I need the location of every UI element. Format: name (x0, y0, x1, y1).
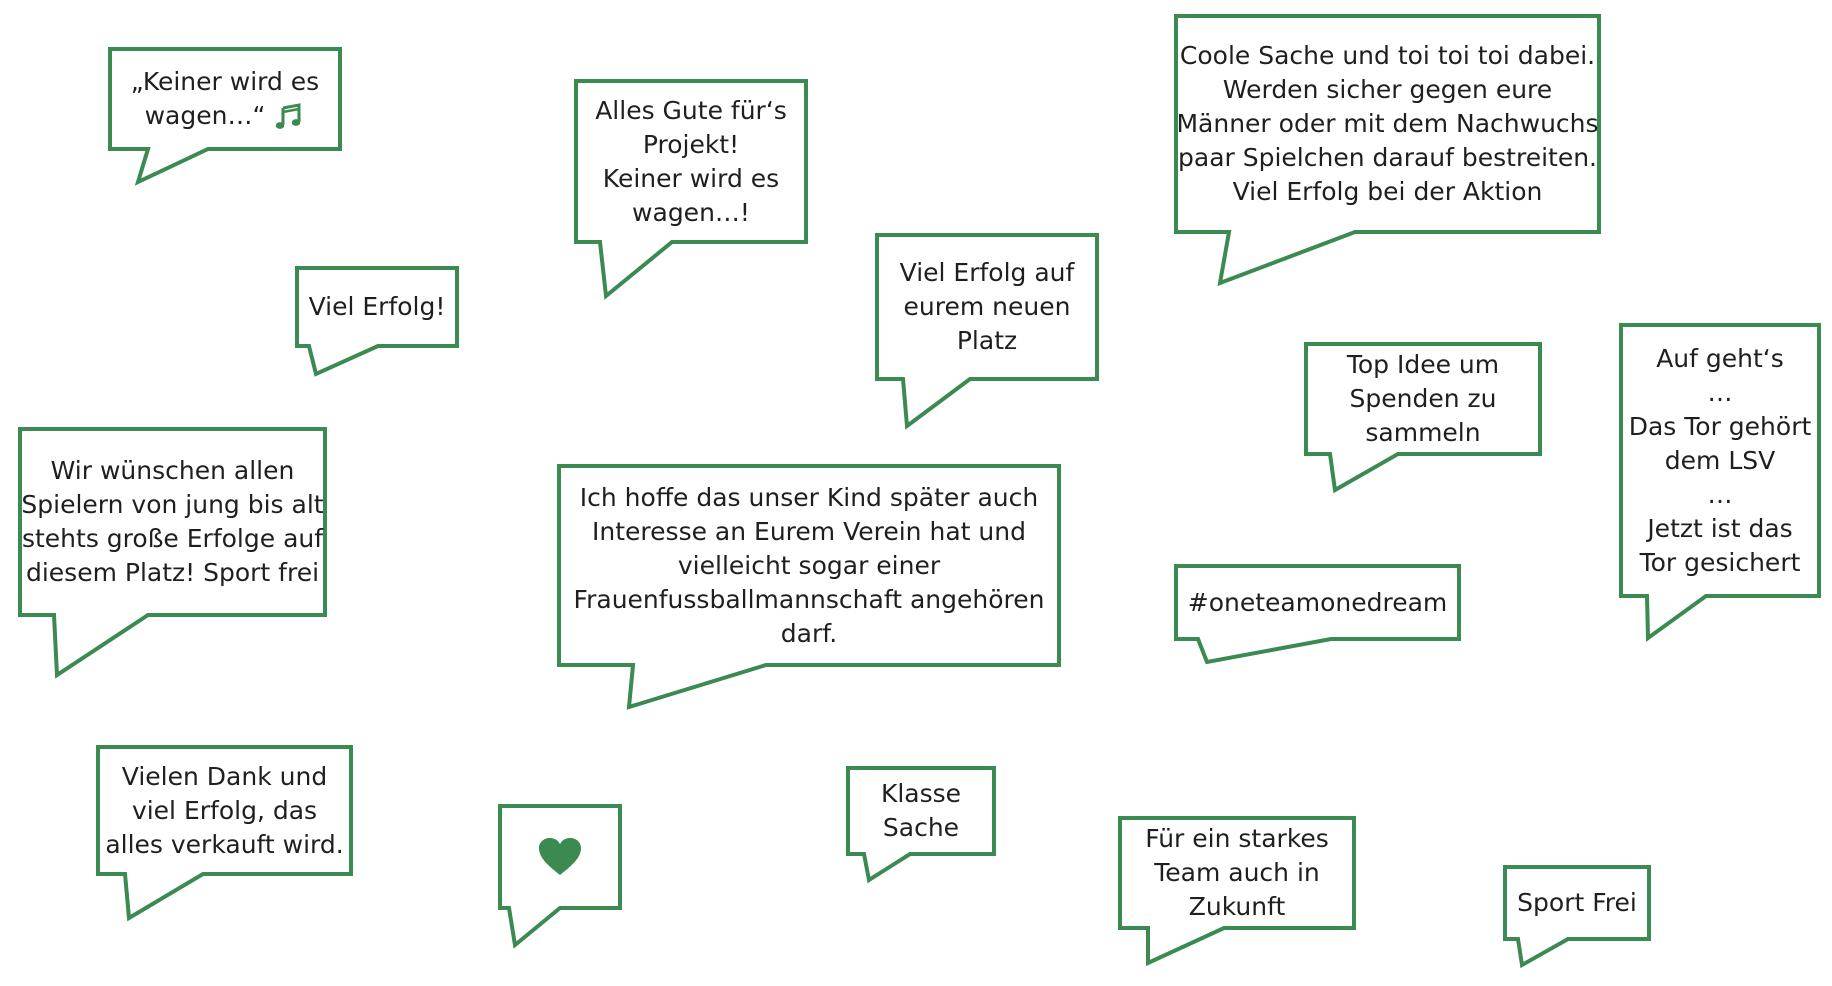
bubble-line: Spenden zu (1349, 384, 1497, 413)
bubble-line: … (1707, 479, 1733, 509)
bubble-line: Top Idee um (1346, 350, 1500, 379)
speech-bubble-outline-top-idee (1304, 342, 1542, 494)
bubble-line: sammeln (1365, 418, 1481, 447)
bubble-line: dem LSV (1664, 445, 1776, 475)
bubble-line: Jetzt ist das (1647, 513, 1793, 543)
bubble-line: Ich hoffe das unser Kind später auch (579, 482, 1039, 512)
speech-bubble-outline-vielen-dank (96, 745, 353, 922)
speech-bubble-outline-ich-hoffe (557, 464, 1061, 710)
bubble-line: Platz (956, 326, 1018, 355)
bubble-line: Sache (882, 813, 960, 842)
bubble-line: Interesse an Eurem Verein hat und (592, 516, 1026, 546)
speech-bubble-outline-keiner (108, 47, 342, 186)
bubble-line: Tor gesichert (1639, 547, 1801, 577)
speech-bubble-heart (500, 806, 620, 908)
bubble-line: darf. (780, 618, 838, 648)
bubble-line: diesem Platz! Sport frei (25, 558, 320, 587)
speech-bubble-auf-gehts: Auf geht‘s … Das Tor gehört dem LSV … Jetzt i… (1621, 325, 1819, 596)
bubble-line: Klasse (880, 779, 962, 808)
speech-bubble-vielen-dank: Vielen Dank und viel Erfolg, das alles ver… (98, 747, 351, 874)
bubble-line: Keiner wird es (602, 163, 780, 193)
bubble-line: Das Tor gehört (1628, 411, 1812, 441)
speech-bubble-outline-alles-gute (574, 79, 808, 300)
speech-bubble-outline-klasse-sache (846, 766, 996, 884)
speech-bubble-outline-auf-gehts (1619, 323, 1821, 642)
speech-bubble-outline-wir-wuenschen (18, 427, 327, 679)
bubble-line: Wir wünschen allen (50, 456, 295, 485)
speech-bubble-outline-viel-erfolg (295, 266, 459, 377)
heart-icon (538, 837, 582, 877)
bubble-line: Viel Erfolg auf (899, 258, 1075, 287)
bubble-line: Für ein starkes (1145, 824, 1329, 853)
bubble-line: Spielern von jung bis alt (21, 490, 324, 519)
speech-bubble-keiner: „Keiner wird es wagen…“ (110, 49, 340, 149)
bubble-line: Frauenfussballmannschaft angehören (573, 584, 1045, 614)
bubble-line: Team auch in (1154, 858, 1320, 887)
bubble-line: alles verkauft wird. (105, 829, 344, 859)
bubble-line: … (1707, 377, 1733, 407)
bubble-line: stehts große Erfolge auf (21, 524, 324, 553)
bubble-line: Viel Erfolg bei der Aktion (1232, 177, 1543, 206)
speech-bubble-coole-sache: Coole Sache und toi toi toi dabei. Werden… (1176, 16, 1599, 232)
bubble-line: Coole Sache und toi toi toi dabei. (1179, 41, 1596, 70)
bubble-line: Auf geht‘s (1656, 343, 1784, 373)
speech-bubble-outline-viel-erfolg-platz (875, 233, 1099, 430)
bubble-line: Vielen Dank und (121, 761, 328, 791)
bubble-line: vielleicht sogar einer (677, 550, 941, 580)
bubble-line: Viel Erfolg! (308, 292, 446, 321)
bubble-line: viel Erfolg, das (131, 795, 318, 825)
speech-bubble-outline-sport-frei (1503, 865, 1651, 969)
speech-bubble-sport-frei: Sport Frei (1505, 867, 1649, 939)
bubble-line: wagen…! (632, 197, 750, 227)
bubble-line: Projekt! (642, 129, 740, 159)
speech-bubble-outline-heart (498, 804, 622, 949)
speech-bubble-outline-hashtag (1174, 564, 1461, 665)
bubble-line: „Keiner wird es (130, 67, 320, 96)
speech-bubble-outline-coole-sache (1174, 14, 1601, 287)
speech-bubble-outline-fuer-ein-starkes (1118, 816, 1356, 967)
bubble-line: Sport Frei (1517, 888, 1637, 917)
bubble-line: Männer oder mit dem Nachwuchs (1176, 109, 1599, 138)
music-notes-icon (275, 101, 305, 130)
speech-bubble-top-idee: Top Idee um Spenden zu sammeln (1306, 344, 1540, 454)
bubble-line: Werden sicher gegen eure (1222, 75, 1553, 104)
bubble-line: wagen…“ (145, 99, 306, 133)
speech-bubble-viel-erfolg: Viel Erfolg! (297, 268, 457, 346)
bubble-line: Zukunft (1188, 892, 1286, 921)
speech-bubble-hashtag: #oneteamonedream (1176, 566, 1459, 639)
bubble-line: Alles Gute für‘s (595, 95, 787, 125)
bubble-line: paar Spielchen darauf bestreiten. (1178, 143, 1597, 172)
bubble-line: eurem neuen (903, 292, 1071, 321)
bubble-line: #oneteamonedream (1187, 587, 1448, 617)
